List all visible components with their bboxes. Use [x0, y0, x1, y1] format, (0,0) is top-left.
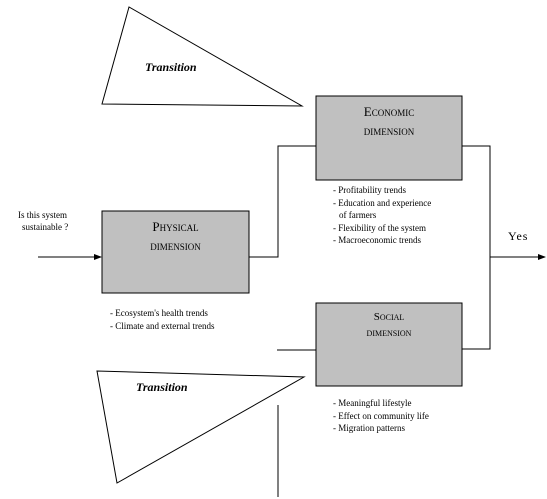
connector-economic-output — [462, 145, 491, 350]
physical-dimension-box — [101, 210, 250, 294]
physical-bullets: - Ecosystem's health trends - Climate an… — [110, 307, 214, 332]
social-title-line-1: Social — [373, 311, 405, 323]
list-item: - Climate and external trends — [110, 320, 215, 331]
list-item: - Flexibility of the system — [333, 222, 426, 233]
transition-triangle-top — [101, 6, 304, 107]
list-item: - Macroeconomic trends — [333, 235, 421, 245]
economic-title-line-1: Economic — [363, 104, 415, 119]
social-dimension-box — [315, 302, 463, 387]
list-item: - Meaningful lifestyle — [333, 398, 412, 408]
social-title-line-2: dimension — [366, 326, 412, 339]
transition-label-bottom: Transition — [136, 380, 188, 394]
economic-dimension-title: Economic dimension — [316, 103, 462, 141]
economic-title-line-2: dimension — [363, 122, 415, 138]
list-item: - Ecosystem's health trends — [110, 308, 208, 318]
economic-dimension-box — [315, 95, 463, 181]
list-item: - Effect on community life — [333, 410, 429, 421]
connector-physical-economic — [249, 145, 316, 258]
question-line-2: sustainable ? — [22, 222, 69, 232]
list-item: of farmers — [339, 210, 377, 220]
transition-label-top: Transition — [145, 60, 197, 74]
list-item: - Profitability trends — [333, 185, 406, 195]
outcome-label: Yes — [508, 229, 529, 243]
transition-triangle-bottom — [96, 370, 306, 484]
social-dimension-title: Social dimension — [316, 310, 462, 342]
social-bullets: - Meaningful lifestyle - Effect on commu… — [333, 397, 429, 435]
physical-title-line-2: dimension — [150, 237, 201, 253]
economic-bullets: - Profitability trends - Education and e… — [333, 184, 431, 247]
list-item: - Education and experience — [333, 197, 432, 208]
physical-dimension-title: Physical dimension — [102, 218, 249, 256]
list-item: - Migration patterns — [333, 423, 405, 433]
question-text: Is this system sustainable ? — [18, 209, 98, 233]
physical-title-line-1: Physical — [152, 219, 199, 234]
question-line-1: Is this system — [18, 210, 68, 220]
